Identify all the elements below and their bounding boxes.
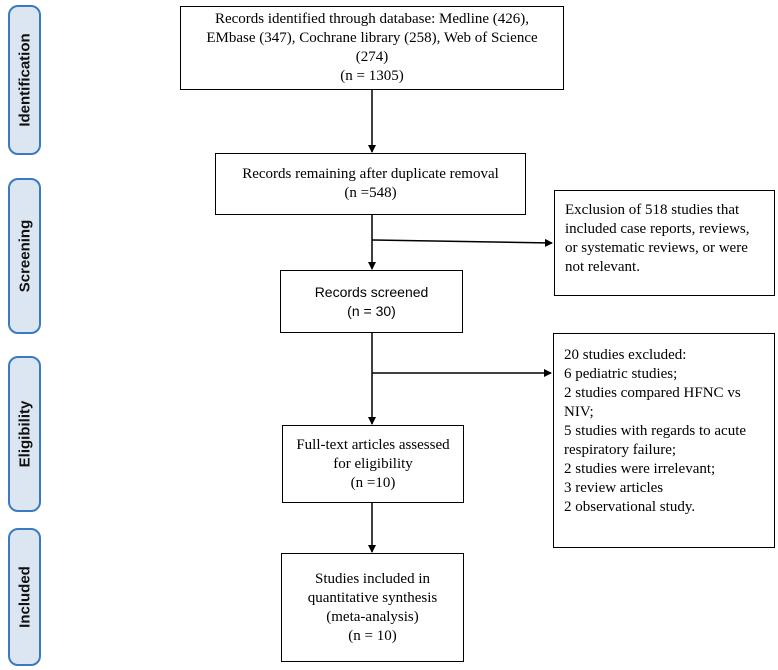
- stage-identification-label: Identification: [8, 5, 41, 155]
- records-identified-count: (n = 1305): [340, 68, 404, 84]
- records-screened-box: Records screened (n = 30): [280, 270, 463, 333]
- stage-included-label: Included: [8, 528, 41, 666]
- exclusion-eligibility-line: 2 studies were irrelevant;: [564, 461, 716, 477]
- exclusion-screening-line: Exclusion of 518 studies that: [565, 202, 740, 218]
- fulltext-assessed-count: (n =10): [350, 474, 396, 491]
- records-after-dedup-count: (n =548): [344, 185, 397, 201]
- fulltext-assessed-line: Full-text articles assessed: [296, 436, 450, 453]
- exclusion-screening-line: or systematic reviews, or were: [565, 240, 748, 256]
- records-identified-line: Records identified through database: Med…: [214, 11, 530, 27]
- stage-eligibility-label: Eligibility: [8, 356, 41, 512]
- exclusion-eligibility-line: 3 review articles: [564, 480, 664, 496]
- studies-included-line: quantitative synthesis: [307, 589, 438, 606]
- studies-included-box: Studies included in quantitative synthes…: [281, 553, 464, 662]
- records-after-dedup-label: Records remaining after duplicate remova…: [242, 166, 499, 182]
- records-after-dedup-box: Records remaining after duplicate remova…: [215, 153, 526, 215]
- arrow-to-exclusion-screening: [371, 238, 553, 247]
- exclusion-eligibility-line: 2 studies compared HFNC vs: [564, 385, 741, 401]
- records-identified-line: (274): [355, 49, 389, 65]
- fulltext-assessed-line: for eligibility: [333, 455, 413, 472]
- records-screened-count: (n = 30): [347, 302, 396, 319]
- records-screened-label: Records screened: [314, 283, 429, 300]
- studies-included-count: (n = 10): [348, 627, 397, 644]
- exclusion-eligibility-line: respiratory failure;: [564, 442, 677, 458]
- studies-included-line: Studies included in: [315, 570, 430, 587]
- exclusion-eligibility-line: 6 pediatric studies;: [564, 366, 678, 382]
- fulltext-assessed-box: Full-text articles assessed for eligibil…: [282, 425, 464, 503]
- records-identified-line: EMbase (347), Cochrane library (258), We…: [206, 30, 538, 46]
- exclusion-eligibility-line: 20 studies excluded:: [564, 347, 687, 363]
- studies-included-line: (meta-analysis): [326, 608, 419, 625]
- exclusion-eligibility-line: 5 studies with regards to acute: [564, 423, 747, 439]
- exclusion-eligibility-line: NIV;: [564, 404, 594, 420]
- exclusion-eligibility-box: 20 studies excluded: 6 pediatric studies…: [553, 333, 775, 548]
- exclusion-screening-line: included case reports, reviews,: [565, 221, 750, 237]
- exclusion-eligibility-line: 2 observational study.: [564, 499, 696, 515]
- exclusion-screening-line: not relevant.: [565, 259, 640, 275]
- exclusion-screening-box: Exclusion of 518 studies that included c…: [554, 190, 775, 296]
- records-identified-box: Records identified through database: Med…: [180, 6, 564, 90]
- stage-screening-label: Screening: [8, 178, 41, 334]
